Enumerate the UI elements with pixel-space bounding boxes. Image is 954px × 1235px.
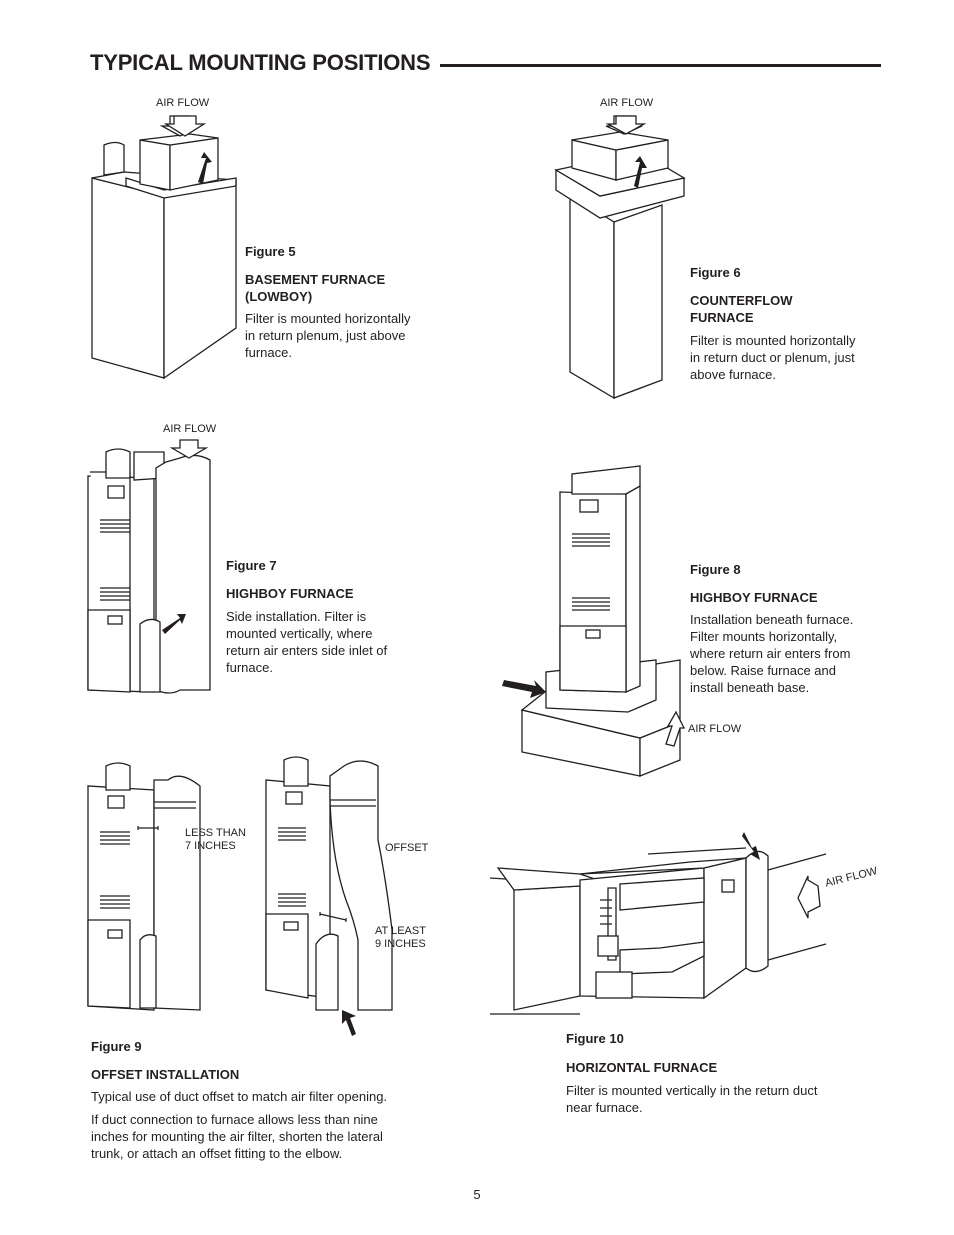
fig9-label: Figure 9 [91, 1039, 142, 1054]
fig8-illustration [502, 465, 686, 777]
fig10-illustration [489, 832, 827, 1015]
fig6-airflow-label: AIR FLOW [600, 97, 654, 109]
fig6-description: Filter is mounted horizontally in return… [690, 333, 856, 382]
fig9-description-2: If duct connection to furnace allows les… [91, 1112, 383, 1161]
fig9a-illustration [87, 762, 201, 1011]
page-title: TYPICAL MOUNTING POSITIONS [90, 50, 431, 75]
fig6-illustration [554, 115, 686, 400]
fig7-label: Figure 7 [226, 558, 277, 573]
fig5-name: BASEMENT FURNACE (LOWBOY) [245, 272, 386, 304]
fig7-description: Side installation. Filter is mounted ver… [226, 609, 388, 675]
fig7-illustration [87, 439, 211, 694]
fig7-name: HIGHBOY FURNACE [226, 586, 354, 601]
fig9b-illustration [265, 756, 393, 1036]
fig10-description: Filter is mounted vertically in the retu… [566, 1083, 818, 1115]
fig8-name: HIGHBOY FURNACE [690, 590, 818, 605]
fig8-airflow-label: AIR FLOW [688, 723, 742, 735]
fig5-label: Figure 5 [245, 244, 296, 259]
fig8-description: Installation beneath furnace. Filter mou… [690, 612, 854, 695]
fig5-airflow-arrow-icon [163, 115, 207, 137]
fig9-offset-label: OFFSET [385, 842, 429, 854]
fig9-name: OFFSET INSTALLATION [91, 1067, 240, 1082]
fig6-airflow-arrow-icon [605, 115, 647, 135]
fig5-illustration [91, 115, 237, 380]
fig6-label: Figure 6 [690, 265, 741, 280]
fig5-description: Filter is mounted horizontally in return… [245, 311, 411, 360]
fig10-label: Figure 10 [566, 1031, 624, 1046]
fig8-label: Figure 8 [690, 562, 741, 577]
fig6-name: COUNTERFLOW FURNACE [690, 293, 793, 325]
page-number: 5 [473, 1187, 481, 1202]
title-rule [440, 64, 881, 67]
fig10-name: HORIZONTAL FURNACE [566, 1060, 718, 1075]
fig9-description-1: Typical use of duct offset to match air … [91, 1089, 388, 1104]
fig5-airflow-label: AIR FLOW [156, 97, 210, 109]
fig7-airflow-label: AIR FLOW [163, 423, 217, 435]
fig9-less-than-label: LESS THAN 7 INCHES [185, 827, 246, 852]
fig9-at-least-label: AT LEAST 9 INCHES [375, 925, 426, 950]
